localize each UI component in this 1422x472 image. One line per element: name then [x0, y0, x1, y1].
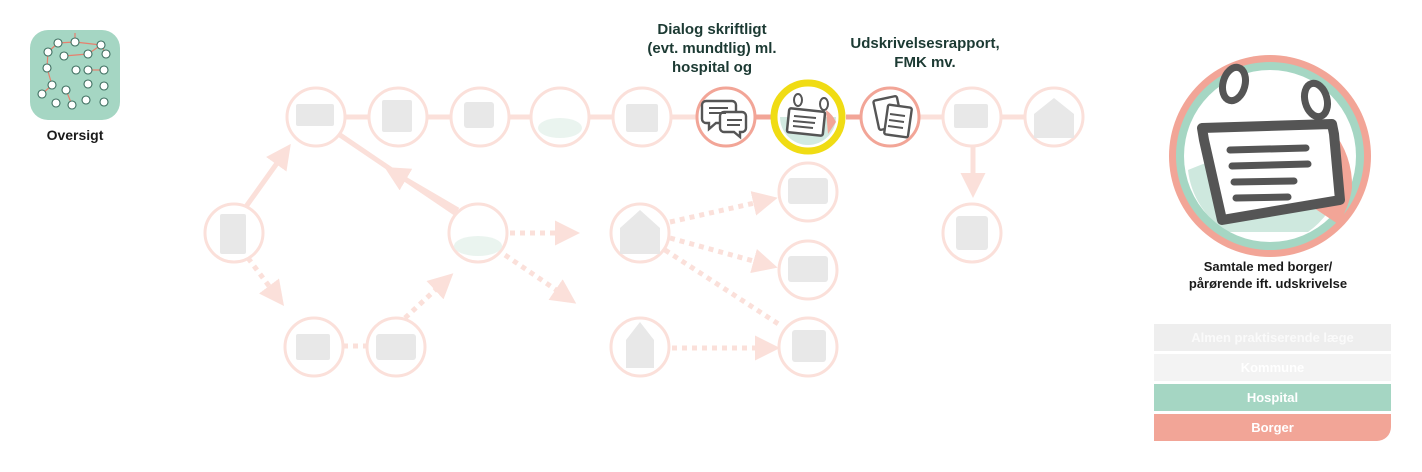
care-pathway-flow: [203, 79, 1085, 378]
network-map-icon: [37, 33, 111, 110]
legend-hospital[interactable]: Hospital: [1154, 384, 1391, 411]
dialog-step-label: Dialog skriftligt (evt. mundtlig) ml. ho…: [647, 21, 777, 76]
legend-general-practitioner[interactable]: Almen praktiserende læge: [1154, 324, 1391, 351]
report-step-label: Udskrivelsesrapport, FMK mv.: [850, 35, 1000, 71]
overview-button[interactable]: [30, 30, 120, 120]
legend-citizen[interactable]: Borger: [1154, 414, 1391, 441]
legend-municipality[interactable]: Kommune: [1154, 354, 1391, 381]
overview-label: Oversigt: [46, 127, 104, 143]
current-step-node[interactable]: [770, 79, 846, 155]
detail-caption: Samtale med borger/ pårørende ift. udskr…: [1188, 259, 1348, 291]
report-node[interactable]: [859, 86, 921, 148]
dialog-node[interactable]: [695, 86, 757, 148]
document-with-speech-icon: [1169, 55, 1371, 257]
